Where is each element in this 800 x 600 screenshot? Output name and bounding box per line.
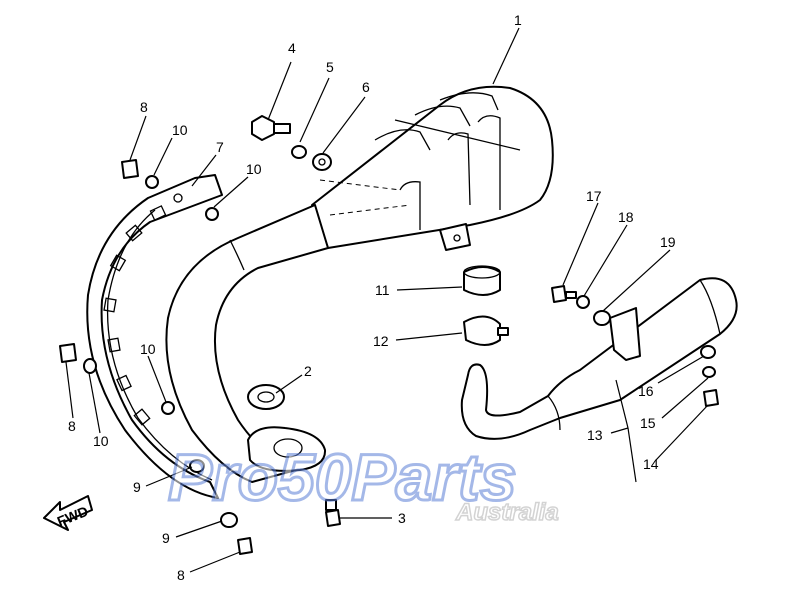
lower-bolt bbox=[325, 499, 341, 527]
callout-15: 15 bbox=[640, 415, 656, 431]
callout-17: 17 bbox=[586, 188, 602, 204]
callout-8c: 8 bbox=[177, 567, 185, 583]
callout-11: 11 bbox=[375, 282, 390, 298]
watermark-brand: Pro50Parts bbox=[168, 440, 517, 514]
expansion-chamber bbox=[311, 85, 554, 251]
callout-14: 14 bbox=[643, 456, 659, 472]
callout-10a: 10 bbox=[172, 122, 188, 138]
heat-guard-fasteners bbox=[59, 159, 253, 555]
callout-9a: 9 bbox=[133, 479, 141, 495]
callout-7: 7 bbox=[216, 139, 224, 155]
callout-16: 16 bbox=[638, 383, 654, 399]
grommet-and-clamp bbox=[463, 265, 509, 346]
callout-9b: 9 bbox=[162, 530, 170, 546]
callout-10c: 10 bbox=[140, 341, 156, 357]
callout-6: 6 bbox=[362, 79, 370, 95]
header-pipe bbox=[165, 204, 329, 483]
leader-lines bbox=[65, 27, 709, 573]
callout-10d: 10 bbox=[93, 433, 109, 449]
callout-numbers: 1 2 3 4 5 6 7 8 8 8 9 9 10 10 10 10 11 1… bbox=[68, 12, 676, 583]
watermark-region: Australia bbox=[455, 499, 559, 526]
forward-arrow-icon: FWD bbox=[43, 495, 93, 531]
callout-19: 19 bbox=[660, 234, 676, 250]
watermark: Pro50Parts Australia bbox=[167, 439, 560, 527]
bolt-washers-upper bbox=[251, 115, 332, 171]
callout-5: 5 bbox=[326, 59, 334, 75]
callout-8b: 8 bbox=[68, 418, 76, 434]
callout-18: 18 bbox=[618, 209, 634, 225]
callout-8a: 8 bbox=[140, 99, 148, 115]
callout-1: 1 bbox=[514, 12, 522, 28]
silencer bbox=[460, 277, 738, 440]
heat-guard bbox=[86, 174, 223, 499]
silencer-fasteners bbox=[551, 285, 719, 407]
callout-12: 12 bbox=[373, 333, 389, 349]
callout-13: 13 bbox=[587, 427, 603, 443]
callout-10b: 10 bbox=[246, 161, 262, 177]
callout-3: 3 bbox=[398, 510, 406, 526]
gasket-and-flange bbox=[247, 384, 327, 472]
callout-4: 4 bbox=[288, 40, 296, 56]
callout-2: 2 bbox=[304, 363, 312, 379]
